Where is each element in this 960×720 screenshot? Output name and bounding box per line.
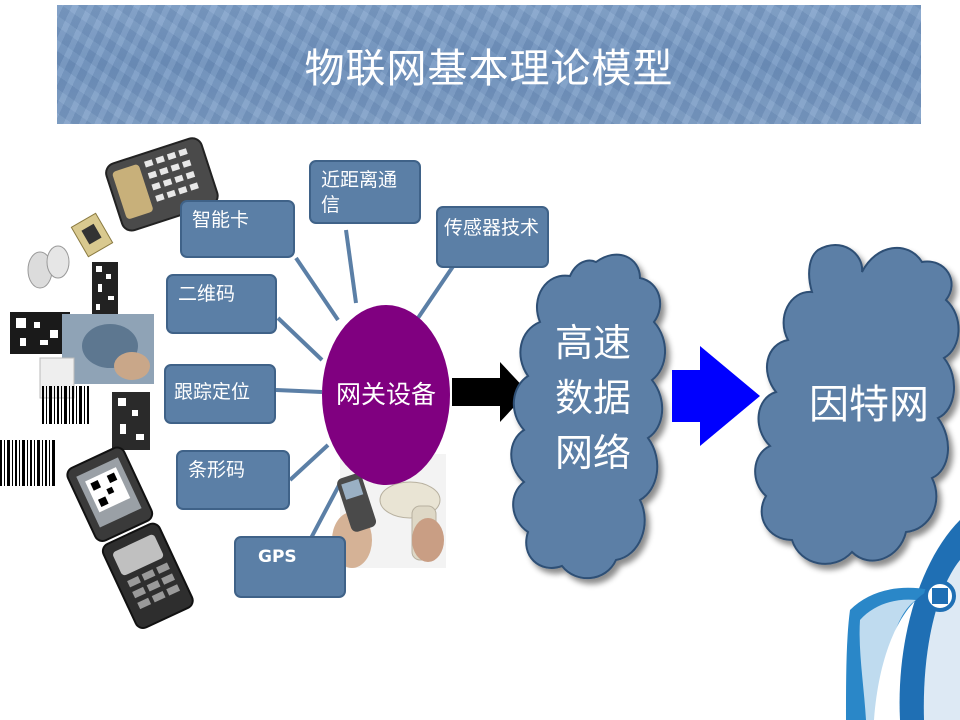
rfid-devices-image xyxy=(0,137,219,629)
tech-box-tracking: 跟踪定位 xyxy=(164,364,276,424)
tech-box-barcode: 条形码 xyxy=(176,450,290,510)
connector-qr-code xyxy=(276,316,324,362)
gateway-device-node: 网关设备 xyxy=(322,305,450,485)
page-title: 物联网基本理论模型 xyxy=(304,45,674,92)
internet-label: 因特网 xyxy=(794,372,944,430)
black-arrow xyxy=(452,362,528,422)
connector-tracking xyxy=(275,388,323,394)
tech-box-sensor: 传感器技术 xyxy=(436,206,549,268)
tech-box-gps: GPS xyxy=(234,536,346,598)
tech-label-barcode: 条形码 xyxy=(188,459,246,481)
network-label-text: 高速数据网络 xyxy=(554,321,631,476)
tech-label-near-field: 近距离通信 xyxy=(321,169,398,216)
tech-label-tracking: 跟踪定位 xyxy=(174,381,251,403)
decorative-swoosh xyxy=(846,520,960,720)
network-label: 高速数据网络 xyxy=(538,316,648,481)
tech-box-near-field: 近距离通信 xyxy=(309,160,421,224)
tech-box-smart-card: 智能卡 xyxy=(180,200,295,258)
tech-label-sensor: 传感器技术 xyxy=(444,217,540,239)
network-cloud xyxy=(510,253,667,580)
connector-smart-card xyxy=(294,256,340,322)
title-banner: 物联网基本理论模型 xyxy=(57,5,921,124)
tech-label-gps: GPS xyxy=(258,547,297,567)
tech-box-qr-code: 二维码 xyxy=(166,274,277,334)
connector-barcode xyxy=(288,443,330,482)
tech-label-smart-card: 智能卡 xyxy=(192,209,250,231)
connector-near-field xyxy=(344,229,358,304)
tech-label-qr-code: 二维码 xyxy=(178,283,236,305)
internet-label-text: 因特网 xyxy=(809,382,929,428)
blue-arrow xyxy=(672,346,760,446)
connector-sensor xyxy=(416,260,458,320)
internet-cloud xyxy=(754,244,960,565)
gateway-label: 网关设备 xyxy=(335,379,436,409)
